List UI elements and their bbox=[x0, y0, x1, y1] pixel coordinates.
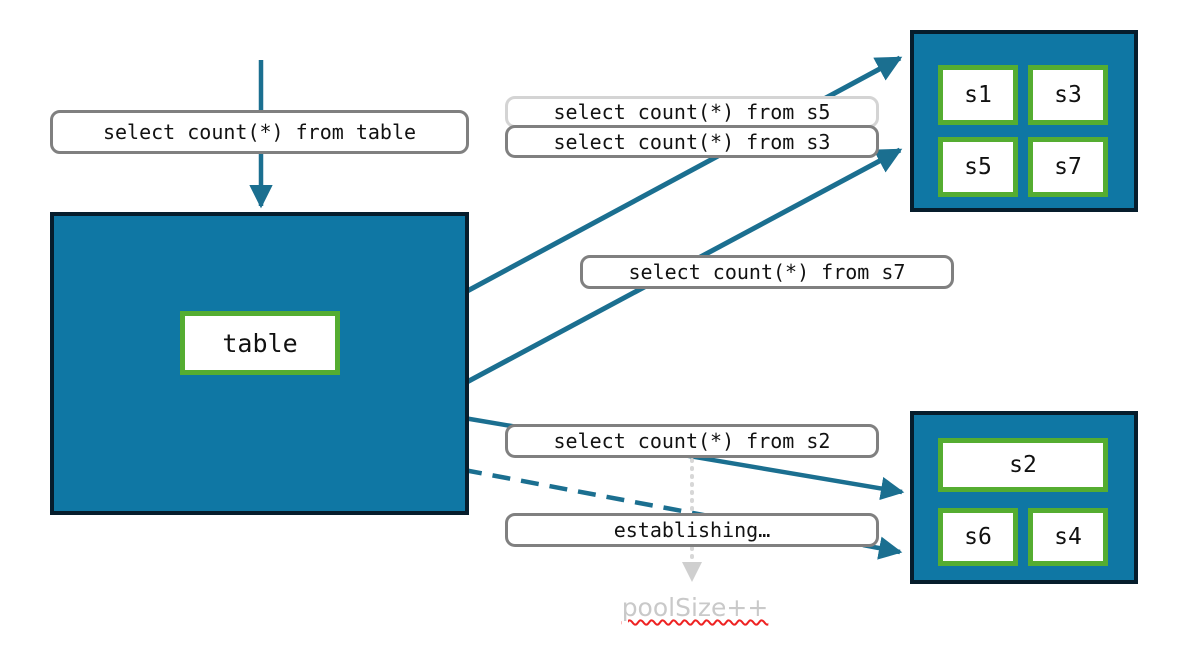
server-node-s3[interactable]: s3 bbox=[1028, 65, 1108, 125]
server-node-s2[interactable]: s2 bbox=[938, 438, 1108, 492]
query-label-s3[interactable]: select count(*) from s3 bbox=[505, 125, 879, 158]
server-node-s3-label: s3 bbox=[1054, 82, 1082, 108]
server-node-s4[interactable]: s4 bbox=[1028, 508, 1108, 566]
server-node-s6[interactable]: s6 bbox=[938, 508, 1018, 566]
query-label-s2[interactable]: select count(*) from s2 bbox=[505, 424, 879, 458]
server-node-s4-label: s4 bbox=[1054, 524, 1082, 550]
query-label-s5-text: select count(*) from s5 bbox=[553, 100, 831, 124]
poolsize-annotation-text: poolSize++ bbox=[621, 593, 769, 622]
query-label-s7-text: select count(*) from s7 bbox=[628, 260, 906, 284]
status-label-establishing[interactable]: establishing… bbox=[505, 513, 879, 547]
server-node-s1[interactable]: s1 bbox=[938, 65, 1018, 125]
query-label-s5[interactable]: select count(*) from s5 bbox=[505, 96, 879, 128]
query-label-table[interactable]: select count(*) from table bbox=[50, 110, 469, 154]
server-node-s5-label: s5 bbox=[964, 154, 992, 180]
server-node-s2-label: s2 bbox=[1009, 452, 1037, 478]
server-node-s7[interactable]: s7 bbox=[1028, 137, 1108, 197]
query-label-s3-text: select count(*) from s3 bbox=[553, 129, 831, 154]
server-node-s7-label: s7 bbox=[1054, 154, 1082, 180]
status-label-establishing-text: establishing… bbox=[613, 518, 771, 542]
node-table-label: table bbox=[222, 328, 298, 358]
node-table[interactable]: table bbox=[180, 311, 340, 375]
server-node-s5[interactable]: s5 bbox=[938, 137, 1018, 197]
query-label-s2-text: select count(*) from s2 bbox=[553, 429, 831, 453]
query-label-s7[interactable]: select count(*) from s7 bbox=[580, 255, 954, 289]
query-label-table-text: select count(*) from table bbox=[102, 120, 417, 144]
server-node-s1-label: s1 bbox=[964, 82, 992, 108]
poolsize-annotation: poolSize++ bbox=[600, 593, 790, 622]
server-node-s6-label: s6 bbox=[964, 524, 992, 550]
